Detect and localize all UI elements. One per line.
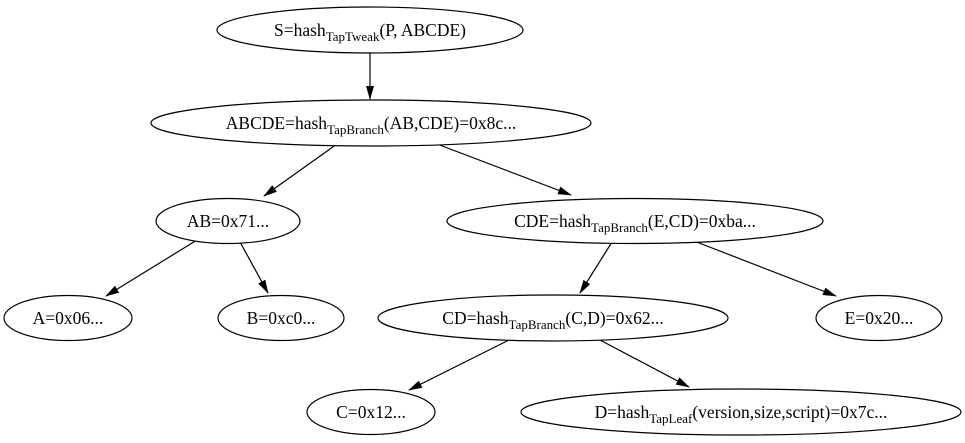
edge-ABCDE-AB xyxy=(263,143,338,197)
node-label-subscript: TapBranch xyxy=(509,317,566,332)
edge-CD-C xyxy=(408,339,510,391)
node-A: A=0x06... xyxy=(3,294,133,342)
node-label-AB: AB=0x71... xyxy=(187,211,269,231)
node-ABCDE: ABCDE=hashTapBranch(AB,CDE)=0x8c... xyxy=(150,99,592,147)
node-S: S=hashTapTweak(P, ABCDE) xyxy=(216,6,524,54)
edge-AB-B xyxy=(239,241,269,294)
node-ellipse-ABCDE xyxy=(150,99,592,147)
node-label-S: S=hashTapTweak(P, ABCDE) xyxy=(274,20,466,44)
node-ellipse-AB xyxy=(155,197,301,245)
node-label-ABCDE: ABCDE=hashTapBranch(AB,CDE)=0x8c... xyxy=(226,113,516,137)
node-label-C: C=0x12... xyxy=(336,402,406,422)
node-label-subscript: TapBranch xyxy=(591,220,648,235)
node-ellipse-A xyxy=(3,294,133,342)
node-label-subscript: TapBranch xyxy=(327,122,384,137)
node-ellipse-C xyxy=(306,388,436,436)
node-C: C=0x12... xyxy=(306,388,436,436)
node-label-CD: CD=hashTapBranch(C,D)=0x62... xyxy=(442,308,663,332)
node-D: D=hashTapLeaf(version,size,script)=0x7c.… xyxy=(520,388,962,436)
node-ellipse-CDE xyxy=(446,197,824,245)
edge-CDE-CD xyxy=(579,241,613,294)
node-label-subscript: TapTweak xyxy=(326,29,380,44)
node-label-CDE: CDE=hashTapBranch(E,CD)=0xba... xyxy=(514,211,756,235)
edge-CDE-E xyxy=(693,240,837,297)
node-ellipse-D xyxy=(520,388,962,436)
edge-AB-A xyxy=(105,239,198,297)
node-ellipse-S xyxy=(216,6,524,54)
edge-CD-D xyxy=(599,339,690,388)
node-ellipse-E xyxy=(815,294,943,342)
node-label-B: B=0xc0... xyxy=(247,308,316,328)
node-ellipse-B xyxy=(217,294,345,342)
node-CDE: CDE=hashTapBranch(E,CD)=0xba... xyxy=(446,197,824,245)
node-label-E: E=0x20... xyxy=(845,308,914,328)
node-B: B=0xc0... xyxy=(217,294,345,342)
node-AB: AB=0x71... xyxy=(155,197,301,245)
node-E: E=0x20... xyxy=(815,294,943,342)
node-label-D: D=hashTapLeaf(version,size,script)=0x7c.… xyxy=(595,402,888,426)
node-ellipse-CD xyxy=(377,294,729,342)
node-label-subscript: TapLeaf xyxy=(649,411,693,426)
node-label-A: A=0x06... xyxy=(33,308,104,328)
edge-ABCDE-CDE xyxy=(436,143,572,196)
node-CD: CD=hashTapBranch(C,D)=0x62... xyxy=(377,294,729,342)
